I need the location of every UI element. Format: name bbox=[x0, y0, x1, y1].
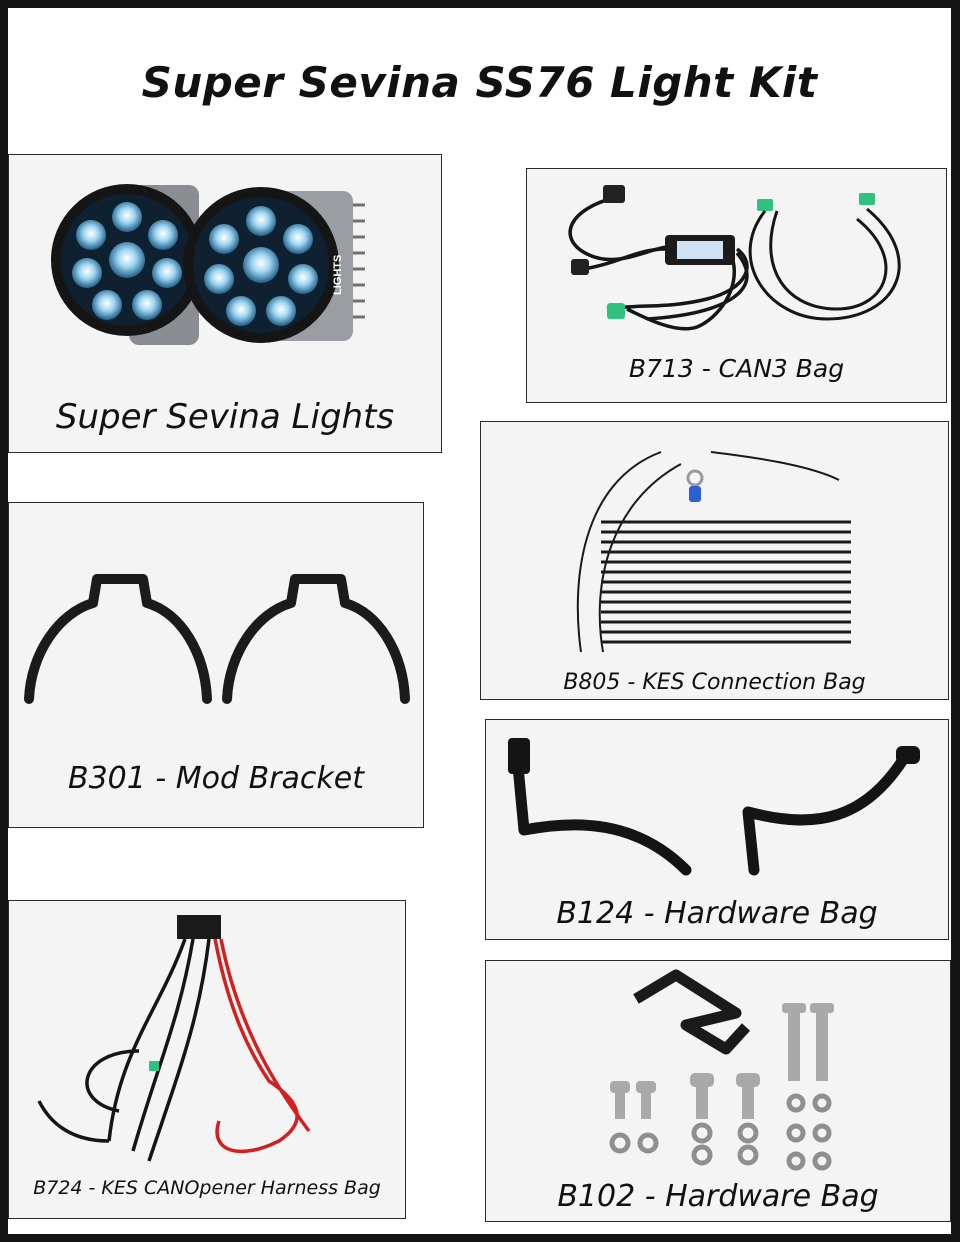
panel-hardware-bag-b124: B124 - Hardware Bag bbox=[485, 719, 949, 940]
ring-terminal-icon bbox=[686, 469, 704, 502]
panel-hardware-bag-b102: B102 - Hardware Bag bbox=[485, 960, 951, 1222]
hardware-b124-label: B124 - Hardware Bag bbox=[556, 896, 878, 931]
hardware-fasteners-illustration bbox=[609, 969, 834, 1171]
kes-connection-label: B805 - KES Connection Bag bbox=[563, 670, 866, 695]
canopener-harness-illustration bbox=[37, 915, 311, 1162]
page-title: Super Sevina SS76 Light Kit bbox=[141, 58, 818, 107]
lights-label: Super Sevina Lights bbox=[55, 397, 395, 437]
light-unit-left bbox=[51, 184, 203, 345]
can3-label: B713 - CAN3 Bag bbox=[628, 354, 845, 383]
washers bbox=[609, 1093, 832, 1171]
bolts bbox=[610, 1003, 834, 1119]
harness-connector-icon bbox=[177, 915, 221, 939]
panel-kes-connection-bag: B805 - KES Connection Bag bbox=[480, 421, 949, 700]
bracket-icon bbox=[633, 969, 751, 1055]
mod-bracket-label: B301 - Mod Bracket bbox=[68, 761, 364, 796]
panel-harness-bag: B724 - KES CANOpener Harness Bag bbox=[8, 900, 406, 1219]
mod-bracket-illustration bbox=[24, 574, 410, 704]
cable-ties-illustration bbox=[576, 451, 851, 653]
hardware-b102-label: B102 - Hardware Bag bbox=[557, 1179, 879, 1214]
panel-can3-bag: B713 - CAN3 Bag bbox=[526, 168, 947, 403]
panel-lights: LIGHTS Super Sevina Lights bbox=[8, 154, 442, 453]
lights-illustration: LIGHTS bbox=[51, 184, 365, 345]
can3-harness-illustration bbox=[568, 185, 901, 331]
zip-ties bbox=[601, 520, 851, 644]
harness-label: B724 - KES CANOpener Harness Bag bbox=[33, 1177, 381, 1199]
connector-icon bbox=[603, 185, 625, 203]
panel-mod-bracket: B301 - Mod Bracket bbox=[8, 502, 424, 828]
brand-mark: LIGHTS bbox=[332, 255, 344, 295]
mount-arms-illustration bbox=[508, 738, 920, 876]
light-unit-right: LIGHTS bbox=[183, 187, 365, 343]
kit-sheet: Super Sevina SS76 Light Kit bbox=[8, 8, 951, 1234]
